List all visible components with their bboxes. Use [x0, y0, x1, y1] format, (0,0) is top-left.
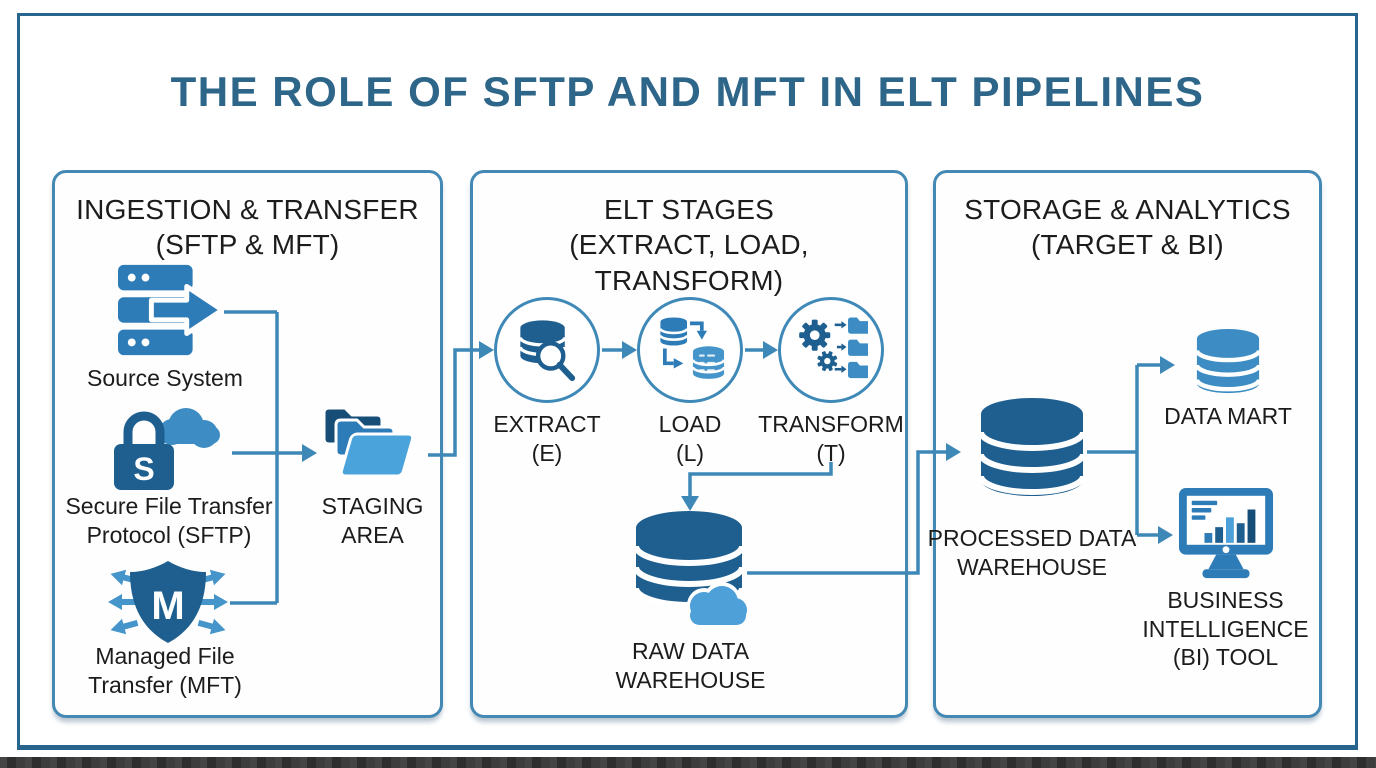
- staging-area-node: [316, 402, 428, 495]
- database-icon: [978, 398, 1086, 496]
- raw-warehouse-node: [632, 506, 750, 636]
- panel2-heading: ELT STAGES (EXTRACT, LOAD, TRANSFORM): [473, 192, 905, 298]
- panel2-heading-line1: ELT STAGES: [603, 194, 775, 225]
- bi-tool-node: [1177, 486, 1275, 587]
- data-mart-node: [1194, 326, 1262, 405]
- data-mart-label: DATA MART: [1164, 403, 1292, 429]
- page-title: THE ROLE OF SFTP AND MFT IN ELT PIPELINE…: [170, 68, 1205, 115]
- panel1-heading: INGESTION & TRANSFER (SFTP & MFT): [55, 192, 440, 263]
- processed-warehouse-label: PROCESSED DATA WAREHOUSE: [927, 525, 1137, 580]
- processed-warehouse-node: [977, 394, 1087, 519]
- bottom-crop-strip: [0, 757, 1376, 768]
- load-label: LOAD (L): [658, 411, 722, 466]
- gears-folders-icon: [799, 317, 868, 379]
- server-icon: [118, 264, 225, 356]
- database-search-icon: [518, 320, 576, 382]
- database-cloud-icon: [633, 511, 750, 628]
- mft-label: Managed File Transfer (MFT): [88, 643, 242, 698]
- panel3-heading-line1: STORAGE & ANALYTICS: [964, 194, 1291, 225]
- sftp-letter: S: [133, 451, 154, 487]
- staging-area-label: STAGING AREA: [321, 493, 424, 548]
- mft-node: M: [94, 556, 242, 653]
- panel3-heading-line2: (TARGET & BI): [1031, 229, 1224, 261]
- transform-label: TRANSFORM (T): [758, 411, 904, 466]
- extract-stage-circle: [494, 297, 600, 403]
- source-system-label: Source System: [87, 365, 243, 391]
- database-transfer-icon: [659, 317, 726, 379]
- raw-warehouse-label: RAW DATA WAREHOUSE: [615, 638, 766, 693]
- monitor-chart-icon: [1178, 487, 1274, 579]
- source-system-node: [118, 264, 226, 361]
- infographic-frame: [17, 13, 1358, 750]
- lock-cloud-icon: S: [114, 408, 220, 490]
- folder-stack-icon: [322, 406, 415, 478]
- panel2-heading-line2: (EXTRACT, LOAD, TRANSFORM): [569, 229, 809, 296]
- sftp-node: S: [110, 400, 228, 497]
- panel3-heading: STORAGE & ANALYTICS (TARGET & BI): [936, 192, 1319, 263]
- sftp-label: Secure File Transfer Protocol (SFTP): [65, 493, 273, 548]
- bar-chart: [1204, 509, 1256, 543]
- transform-stage-circle: [778, 297, 884, 403]
- panel1-heading-line2: (SFTP & MFT): [155, 229, 340, 261]
- panel-elt-stages: ELT STAGES (EXTRACT, LOAD, TRANSFORM): [470, 170, 908, 718]
- shield-arrows-icon: M: [108, 561, 228, 643]
- database-small-icon: [1194, 329, 1262, 394]
- extract-label: EXTRACT (E): [493, 411, 601, 466]
- load-stage-circle: [637, 297, 743, 403]
- bi-tool-label: BUSINESS INTELLIGENCE (BI) TOOL: [1142, 587, 1309, 671]
- panel1-heading-line1: INGESTION & TRANSFER: [76, 194, 419, 225]
- cloud-shape: [159, 408, 220, 448]
- cloud-shape: [687, 582, 750, 628]
- mft-letter: M: [151, 584, 184, 628]
